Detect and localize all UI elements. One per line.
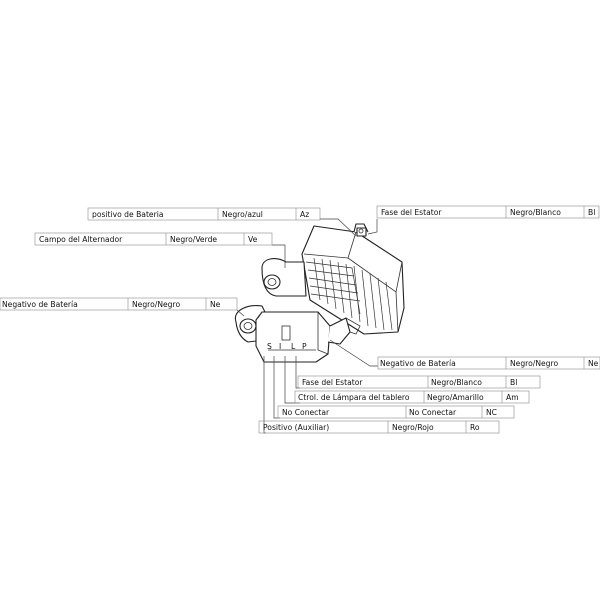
- pin-letter-p: P: [302, 342, 307, 351]
- row-color: Negro/Blanco: [431, 378, 482, 387]
- row-color: Negro/Blanco: [510, 208, 561, 217]
- row-name: Fase del Estator: [302, 378, 363, 387]
- row-code: Ro: [470, 423, 480, 432]
- row-code: NC: [486, 408, 497, 417]
- label-row-campo-alternador: Campo del Alternador Negro/Verde Ve: [34, 232, 273, 246]
- voltage-regulator: [234, 223, 405, 363]
- row-code: Az: [300, 210, 309, 219]
- row-code: Bl: [510, 378, 517, 387]
- row-color: Negro/Verde: [170, 235, 217, 244]
- pin-letter-i: I: [279, 342, 281, 351]
- row-name: Positivo (Auxiliar): [263, 423, 329, 432]
- label-row-fase-estator-top: Fase del Estator Negro/Blanco Bl: [376, 205, 600, 219]
- row-name: Ctrol. de Lámpara del tablero: [298, 393, 410, 402]
- label-row-positivo-bateria: positivo de Bateria Negro/azul Az: [87, 207, 321, 221]
- row-name: Negativo de Batería: [380, 359, 456, 368]
- row-color: Negro/Amarillo: [427, 393, 484, 402]
- label-row-negativo-bateria-right: Negativo de Batería Negro/Negro Ne: [377, 356, 600, 370]
- row-name: Fase del Estator: [381, 208, 442, 217]
- label-row-fase-estator-pin: Fase del Estator Negro/Blanco Bl: [297, 375, 541, 389]
- label-row-negativo-bateria-left: Negativo de Batería Negro/Negro Ne: [0, 297, 238, 311]
- row-code: Am: [506, 393, 519, 402]
- row-code: Bl: [588, 208, 595, 217]
- row-color: Negro/Rojo: [392, 423, 434, 432]
- pin-letter-s: S: [267, 342, 272, 351]
- row-code: Ve: [248, 235, 258, 244]
- label-row-positivo-auxiliar: Positivo (Auxiliar) Negro/Rojo Ro: [258, 420, 500, 434]
- row-name: Negativo de Batería: [2, 300, 78, 309]
- row-color: Negro/Negro: [510, 359, 558, 368]
- label-row-lampara-tablero: Ctrol. de Lámpara del tablero Negro/Amar…: [294, 390, 530, 404]
- row-color: No Conectar: [409, 408, 457, 417]
- row-color: Negro/azul: [222, 210, 263, 219]
- row-code: Ne: [588, 359, 599, 368]
- row-color: Negro/Negro: [132, 300, 180, 309]
- heat-sink-fins: [305, 257, 393, 331]
- row-name: positivo de Bateria: [92, 210, 163, 219]
- connector-block: [255, 311, 361, 363]
- row-code: Ne: [210, 300, 221, 309]
- label-row-no-conectar: No Conectar No Conectar NC: [277, 405, 515, 419]
- row-name: No Conectar: [282, 408, 330, 417]
- upper-mounting-ear: [261, 258, 307, 297]
- row-name: Campo del Alternador: [39, 235, 123, 244]
- pin-letter-l: L: [291, 342, 296, 351]
- stator-terminal-post: [353, 223, 369, 237]
